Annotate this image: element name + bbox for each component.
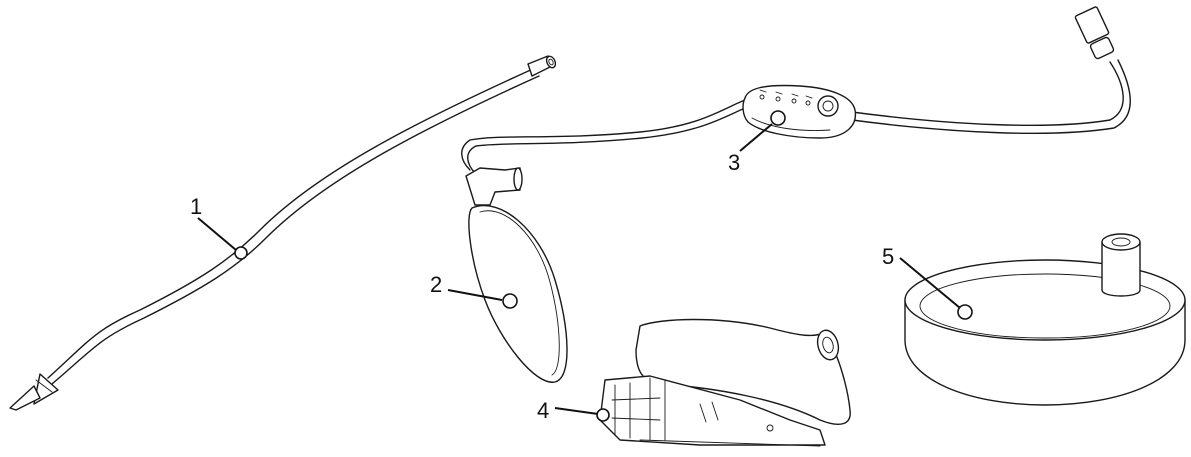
callout-2: 2 <box>430 272 518 309</box>
callout-marker-4 <box>596 408 610 422</box>
callout-label-3: 3 <box>728 150 740 175</box>
clip-part-4 <box>599 318 851 447</box>
callout-label-2: 2 <box>430 272 442 297</box>
callout-1: 1 <box>190 194 248 260</box>
callout-marker-5 <box>957 304 973 320</box>
base-part-5 <box>904 233 1186 406</box>
callout-3: 3 <box>728 110 786 175</box>
callout-marker-2 <box>502 293 518 309</box>
callout-4: 4 <box>537 398 610 423</box>
control-unit-part-3 <box>742 6 1131 139</box>
callout-5: 5 <box>882 244 973 320</box>
callout-label-5: 5 <box>882 244 894 269</box>
callout-label-4: 4 <box>537 398 549 423</box>
callout-label-1: 1 <box>190 194 202 219</box>
paddle-part-2 <box>461 99 746 383</box>
callout-marker-3 <box>770 110 786 126</box>
callout-marker-1 <box>234 246 248 260</box>
